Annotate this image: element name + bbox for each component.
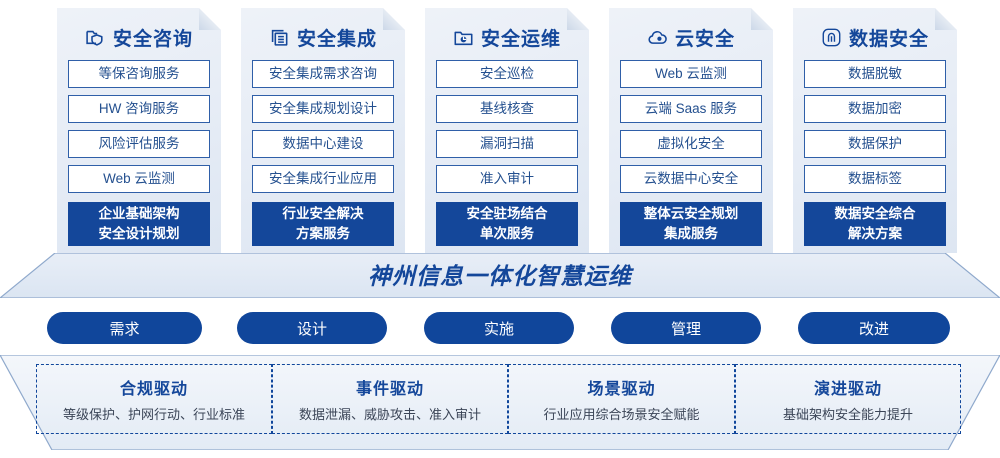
panel-header: 数据安全: [793, 14, 957, 60]
capability-panel-security-integration: 安全集成 安全集成需求咨询 安全集成规划设计 数据中心建设 安全集成行业应用 行…: [241, 8, 405, 253]
phase-pill-design[interactable]: 设计: [237, 312, 387, 344]
service-item[interactable]: 数据保护: [804, 130, 946, 158]
service-item-list: 数据脱敏 数据加密 数据保护 数据标签: [793, 60, 957, 193]
service-item[interactable]: 安全巡检: [436, 60, 578, 88]
panel-summary-line2: 方案服务: [296, 226, 350, 241]
panel-summary[interactable]: 行业安全解决 方案服务: [252, 202, 394, 246]
panel-title: 数据安全: [848, 28, 929, 50]
capability-panel-data-security: 数据安全 数据脱敏 数据加密 数据保护 数据标签 数据安全综合 解决方案: [793, 8, 957, 253]
panel-summary-line2: 安全设计规划: [98, 226, 180, 241]
service-item[interactable]: 等保咨询服务: [68, 60, 210, 88]
service-item[interactable]: 漏洞扫描: [436, 130, 578, 158]
service-item-list: 等保咨询服务 HW 咨询服务 风险评估服务 Web 云监测: [57, 60, 221, 193]
driver-title: 场景驱动: [587, 381, 656, 398]
panel-header: 安全咨询: [57, 14, 221, 60]
driver-desc: 数据泄漏、威胁攻击、准入审计: [298, 407, 481, 422]
service-item[interactable]: 安全集成规划设计: [252, 95, 394, 123]
capability-panel-security-consulting: 安全咨询 等保咨询服务 HW 咨询服务 风险评估服务 Web 云监测 企业基础架…: [57, 8, 221, 253]
driver-card-scenario[interactable]: 场景驱动 行业应用综合场景安全赋能: [508, 364, 735, 434]
capability-panel-security-operations: 安全运维 安全巡检 基线核查 漏洞扫描 准入审计 安全驻场结合 单次服务: [425, 8, 589, 253]
panel-summary-line1: 企业基础架构: [98, 206, 180, 221]
panel-header: 安全运维: [425, 14, 589, 60]
service-item[interactable]: 准入审计: [436, 165, 578, 193]
panel-summary-line2: 集成服务: [664, 226, 718, 241]
panel-summary-line1: 数据安全综合: [834, 206, 916, 221]
platform-banner-title: 神州信息一体化智慧运维: [368, 263, 632, 289]
panel-corner-fold: [935, 8, 957, 30]
documents-stack-icon: [269, 27, 290, 48]
phase-pill-improvement[interactable]: 改进: [798, 312, 950, 344]
service-item[interactable]: 安全集成行业应用: [252, 165, 394, 193]
panel-header: 云安全: [609, 14, 773, 60]
service-item[interactable]: 云数据中心安全: [620, 165, 762, 193]
panel-header: 安全集成: [241, 14, 405, 60]
service-item[interactable]: 数据标签: [804, 165, 946, 193]
service-item[interactable]: 数据脱敏: [804, 60, 946, 88]
service-item[interactable]: 数据加密: [804, 95, 946, 123]
folder-shield-icon: [85, 27, 106, 48]
capability-panel-cloud-security: 云安全 Web 云监测 云端 Saas 服务 虚拟化安全 云数据中心安全 整体云…: [609, 8, 773, 253]
service-item[interactable]: 风险评估服务: [68, 130, 210, 158]
phase-pill-demand[interactable]: 需求: [47, 312, 202, 344]
service-item[interactable]: HW 咨询服务: [68, 95, 210, 123]
service-item-list: Web 云监测 云端 Saas 服务 虚拟化安全 云数据中心安全: [609, 60, 773, 193]
panel-corner-fold: [751, 8, 773, 30]
panel-summary-line2: 解决方案: [848, 226, 902, 241]
panel-summary-line1: 安全驻场结合: [466, 206, 548, 221]
service-item[interactable]: 虚拟化安全: [620, 130, 762, 158]
panel-title: 安全咨询: [112, 28, 193, 50]
driver-desc: 行业应用综合场景安全赋能: [543, 407, 700, 422]
driver-card-evolution[interactable]: 演进驱动 基础架构安全能力提升: [735, 364, 961, 434]
panel-summary-line2: 单次服务: [480, 226, 534, 241]
folder-chart-icon: [453, 27, 474, 48]
panel-title: 云安全: [674, 28, 735, 50]
phase-pill-implementation[interactable]: 实施: [424, 312, 574, 344]
service-item[interactable]: 基线核查: [436, 95, 578, 123]
service-item-list: 安全巡检 基线核查 漏洞扫描 准入审计: [425, 60, 589, 193]
service-item-list: 安全集成需求咨询 安全集成规划设计 数据中心建设 安全集成行业应用: [241, 60, 405, 193]
panel-corner-fold: [383, 8, 405, 30]
service-item[interactable]: 安全集成需求咨询: [252, 60, 394, 88]
cloud-icon: [647, 27, 668, 48]
panel-title: 安全集成: [296, 28, 377, 50]
panel-summary[interactable]: 企业基础架构 安全设计规划: [68, 202, 210, 246]
panel-summary-line1: 行业安全解决: [282, 206, 364, 221]
driver-title: 演进驱动: [813, 381, 882, 398]
panel-title: 安全运维: [480, 28, 561, 50]
driver-desc: 等级保护、护网行动、行业标准: [62, 407, 245, 422]
service-item[interactable]: Web 云监测: [68, 165, 210, 193]
driver-card-compliance[interactable]: 合规驱动 等级保护、护网行动、行业标准: [36, 364, 272, 434]
fingerprint-icon: [821, 27, 842, 48]
service-item[interactable]: 云端 Saas 服务: [620, 95, 762, 123]
panel-summary[interactable]: 整体云安全规划 集成服务: [620, 202, 762, 246]
driver-desc: 基础架构安全能力提升: [782, 407, 913, 422]
driver-card-incident[interactable]: 事件驱动 数据泄漏、威胁攻击、准入审计: [272, 364, 508, 434]
driver-title: 合规驱动: [119, 381, 188, 398]
panel-corner-fold: [567, 8, 589, 30]
driver-title: 事件驱动: [355, 381, 424, 398]
phase-pill-management[interactable]: 管理: [611, 312, 761, 344]
panel-summary[interactable]: 数据安全综合 解决方案: [804, 202, 946, 246]
service-item[interactable]: Web 云监测: [620, 60, 762, 88]
panel-summary-line1: 整体云安全规划: [643, 206, 739, 221]
panel-summary[interactable]: 安全驻场结合 单次服务: [436, 202, 578, 246]
panel-corner-fold: [199, 8, 221, 30]
service-item[interactable]: 数据中心建设: [252, 130, 394, 158]
